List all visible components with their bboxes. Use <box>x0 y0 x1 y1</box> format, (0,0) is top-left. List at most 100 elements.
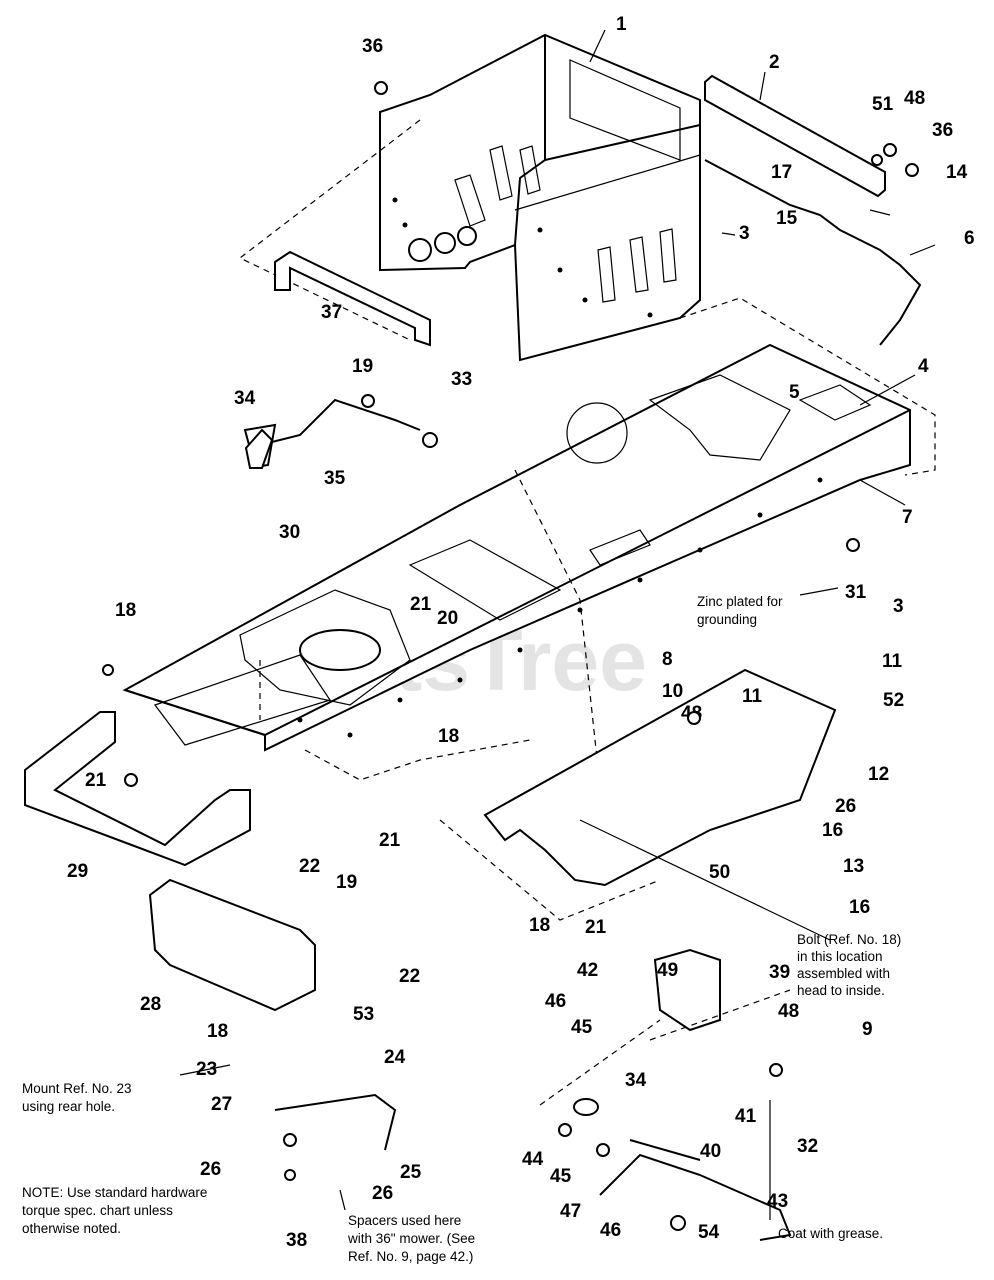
callout-18: 18 <box>529 915 550 936</box>
callout-13: 13 <box>843 856 864 877</box>
callout-18: 18 <box>207 1021 228 1042</box>
rod-24 <box>274 1093 397 1151</box>
callout-2: 2 <box>769 52 780 73</box>
callout-16: 16 <box>822 820 843 841</box>
footrest-12 <box>483 402 837 887</box>
callout-22: 22 <box>299 856 320 877</box>
callout-44: 44 <box>522 1149 544 1170</box>
callout-5: 5 <box>789 382 800 403</box>
bolt-note-line2: in this location <box>797 949 883 964</box>
crank-35 <box>243 398 421 469</box>
callout-35: 35 <box>324 468 346 489</box>
mount-note-line2: using rear hole. <box>22 1099 115 1114</box>
callout-22: 22 <box>399 966 420 987</box>
callout-42: 42 <box>577 960 598 981</box>
zinc-note-line2: grounding <box>697 612 757 627</box>
callout-10: 10 <box>662 681 683 702</box>
callout-45: 45 <box>571 1017 593 1038</box>
torque-note-line2: torque spec. chart unless <box>22 1203 173 1218</box>
callout-51: 51 <box>872 94 894 115</box>
bolt-note-line4: head to inside. <box>797 983 885 998</box>
rod-15 <box>704 159 922 346</box>
rod-47 <box>629 1139 701 1161</box>
callout-41: 41 <box>735 1106 757 1127</box>
callout-28: 28 <box>140 994 161 1015</box>
main-frame <box>122 343 911 752</box>
callout-45: 45 <box>550 1166 572 1187</box>
callout-46: 46 <box>600 1220 621 1241</box>
callout-19: 19 <box>336 872 357 893</box>
callout-25: 25 <box>400 1162 422 1183</box>
mount-note-line1: Mount Ref. No. 23 <box>22 1081 132 1096</box>
callout-11: 11 <box>882 651 903 672</box>
callout-38: 38 <box>286 1230 307 1251</box>
grease-note: Coat with grease. <box>778 1226 883 1241</box>
callout-14: 14 <box>946 162 968 183</box>
callout-11: 11 <box>742 686 763 707</box>
callout-15: 15 <box>776 208 798 229</box>
callout-16: 16 <box>849 897 870 918</box>
bolt-note-line1: Bolt (Ref. No. 18) <box>797 932 901 947</box>
callout-50: 50 <box>709 862 730 883</box>
callout-26: 26 <box>835 796 856 817</box>
bolt-note-line3: assembled with <box>797 966 890 981</box>
callout-33: 33 <box>451 369 472 390</box>
callouts: 1 2 3 3 4 5 6 7 8 9 10 11 11 12 13 14 15… <box>67 14 975 1251</box>
callout-9: 9 <box>862 1019 873 1040</box>
callout-21: 21 <box>410 594 432 615</box>
callout-21: 21 <box>379 830 401 851</box>
callout-19: 19 <box>352 356 373 377</box>
callout-23: 23 <box>196 1059 217 1080</box>
torque-note-line3: otherwise noted. <box>22 1221 121 1236</box>
callout-48: 48 <box>904 88 925 109</box>
annotation-notes: Zinc plated for grounding Bolt (Ref. No.… <box>22 594 901 1264</box>
spacer-note-line2: with 36" mower. (See <box>347 1231 475 1246</box>
spacer-note-line1: Spacers used here <box>348 1213 461 1228</box>
callout-48: 48 <box>778 1001 799 1022</box>
callout-36: 36 <box>932 120 953 141</box>
callout-30: 30 <box>279 522 300 543</box>
leader-lines <box>179 29 936 1220</box>
callout-37: 37 <box>321 302 342 323</box>
callout-49: 49 <box>657 960 678 981</box>
callout-18: 18 <box>115 600 136 621</box>
callout-54: 54 <box>698 1222 720 1243</box>
callout-27: 27 <box>211 1094 232 1115</box>
callout-7: 7 <box>902 507 913 528</box>
callout-43: 43 <box>767 1191 788 1212</box>
rear-bumper-29 <box>24 711 251 867</box>
callout-52: 52 <box>883 690 904 711</box>
zinc-note-line1: Zinc plated for <box>697 594 783 609</box>
callout-39: 39 <box>769 962 790 983</box>
seat-bracket-bar <box>704 74 886 198</box>
callout-18: 18 <box>438 726 459 747</box>
pedal-bracket-39 <box>653 948 721 1032</box>
callout-3: 3 <box>893 596 904 617</box>
spacer-note-line3: Ref. No. 9, page 42.) <box>348 1249 473 1264</box>
bracket-37 <box>274 250 431 347</box>
callout-20: 20 <box>437 608 458 629</box>
callout-17: 17 <box>771 162 792 183</box>
hardware-fasteners <box>102 81 919 1231</box>
callout-53: 53 <box>353 1004 374 1025</box>
callout-24: 24 <box>384 1047 406 1068</box>
pedal-rod-43 <box>599 1153 792 1241</box>
callout-36: 36 <box>362 36 383 57</box>
callout-31: 31 <box>845 582 867 603</box>
callout-29: 29 <box>67 861 88 882</box>
callout-21: 21 <box>585 917 607 938</box>
callout-12: 12 <box>868 764 889 785</box>
callout-34: 34 <box>234 388 256 409</box>
dash-panel-housing <box>379 33 701 362</box>
callout-4: 4 <box>918 356 929 377</box>
callout-34: 34 <box>625 1070 647 1091</box>
front-bracket-28 <box>148 878 316 1012</box>
callout-1: 1 <box>616 14 627 35</box>
callout-6: 6 <box>964 228 975 249</box>
callout-21: 21 <box>85 770 107 791</box>
callout-26: 26 <box>200 1159 221 1180</box>
callout-47: 47 <box>560 1201 581 1222</box>
torque-note-line1: NOTE: Use standard hardware <box>22 1185 207 1200</box>
